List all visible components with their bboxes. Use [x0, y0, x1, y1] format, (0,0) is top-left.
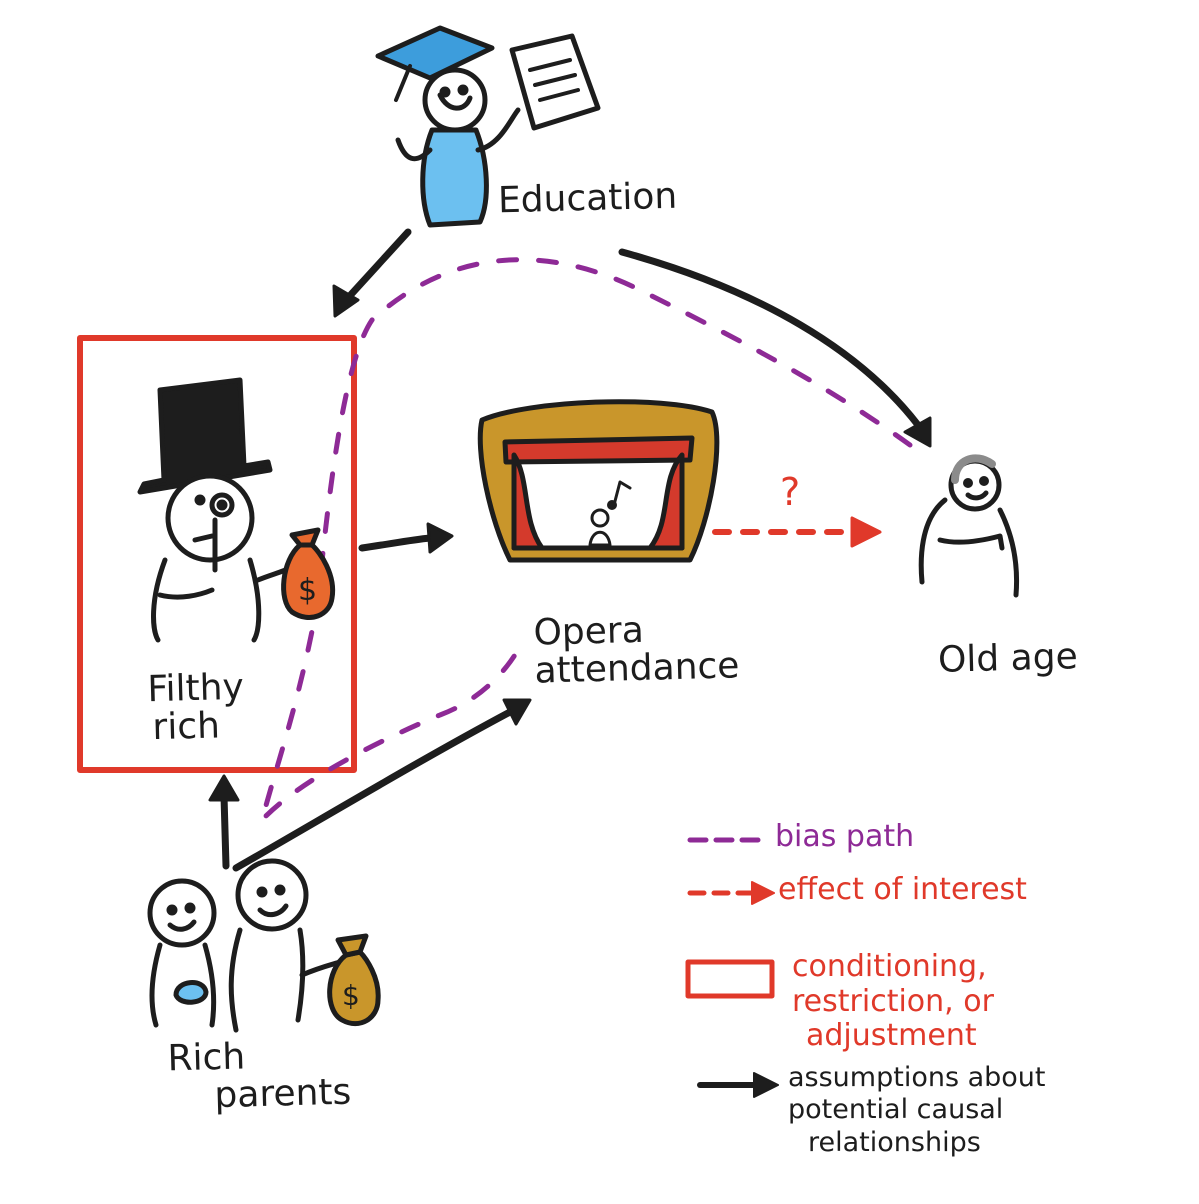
legend-conditioning-line3: adjustment [806, 1018, 977, 1053]
monocle [209, 492, 235, 518]
question-mark-label: ? [780, 470, 801, 514]
old-age-label: Old age [937, 636, 1079, 681]
gold-money-bag-icon [327, 933, 381, 1027]
rich-man-head [165, 473, 255, 563]
legend-bias-path-label: bias path [775, 819, 915, 854]
right-arm [475, 107, 521, 153]
singer-head [590, 508, 610, 528]
right-curtain [647, 452, 685, 551]
left-arm [395, 137, 433, 162]
legend-assumptions-line3: relationships [808, 1126, 981, 1158]
education-label: Education [497, 175, 678, 222]
rich-body [151, 557, 262, 643]
parent-2-head [235, 858, 309, 932]
arrowhead-education-oldage [903, 416, 932, 448]
rich-parents-label: Rich parents [167, 1036, 352, 1116]
diploma-icon [509, 33, 601, 131]
graduate-head [422, 67, 488, 133]
filthy-rich-label: Filthy rich [146, 666, 245, 748]
rich-parents-figures: $ [147, 858, 381, 1033]
conditioning-box [77, 335, 357, 773]
parent-1-body [149, 942, 217, 1028]
gold-dollar-sign: $ [342, 979, 360, 1012]
gray-hair [951, 454, 996, 484]
top-hat [137, 377, 273, 495]
effect-of-interest-arrowhead [850, 516, 882, 548]
arrowhead-education-filthy [332, 284, 360, 318]
arrow-education-to-filthy-rich [342, 228, 412, 304]
legend-conditioning-line2: restriction, or [792, 983, 994, 1019]
causal-arrows [208, 228, 932, 872]
opera-stage [477, 399, 720, 563]
arrow-education-to-old-age [618, 248, 922, 429]
legend-effect-arrowhead [751, 881, 775, 905]
legend-assumptions-line2: potential causal [788, 1094, 1004, 1126]
mortarboard [375, 25, 495, 81]
curtain-top [502, 435, 695, 465]
opera-label-line2: attendance [533, 645, 740, 692]
legend-conditioning-line1: conditioning, [792, 949, 987, 984]
arrow-filthy-rich-to-opera [358, 534, 434, 552]
legend-conditioning-label: conditioning, restriction, or adjustment [792, 949, 994, 1054]
filthy-rich-label-line1: Filthy [146, 666, 245, 711]
music-note-icon [612, 480, 632, 507]
parent-2-body [228, 927, 306, 1033]
parent-1-head [147, 878, 217, 948]
left-curtain [511, 452, 545, 551]
graduate-figure [375, 25, 601, 228]
baby-icon [173, 980, 209, 1005]
gown [420, 127, 489, 228]
arrowhead-filthy-opera [426, 522, 454, 554]
legend-assumptions-line1: assumptions about [788, 1062, 1046, 1093]
rich-parents-label-line2: parents [213, 1071, 352, 1116]
opera-attendance-label: Opera attendance [533, 609, 740, 692]
arrowhead-parents-opera [502, 698, 532, 726]
old-man-body [918, 497, 1020, 598]
bias-path-line [259, 257, 913, 823]
legend-conditioning-swatch [685, 959, 775, 999]
arrow-rich-parents-to-opera [232, 708, 514, 872]
old-age-figure [918, 454, 1020, 598]
legend-effect-label: effect of interest [778, 872, 1027, 907]
money-bag-icon [281, 527, 336, 620]
legend-swatches [685, 837, 779, 1098]
arrow-rich-parents-to-filthy-rich [220, 792, 230, 870]
legend-assumptions-label: assumptions about potential causal relat… [788, 1062, 1046, 1159]
filthy-rich-figure: $ [137, 377, 336, 643]
filthy-rich-label-line2: rich [151, 705, 221, 748]
arrowhead-parents-filthy [208, 774, 240, 802]
dollar-sign: $ [298, 573, 317, 608]
legend-causal-arrowhead [753, 1072, 779, 1098]
